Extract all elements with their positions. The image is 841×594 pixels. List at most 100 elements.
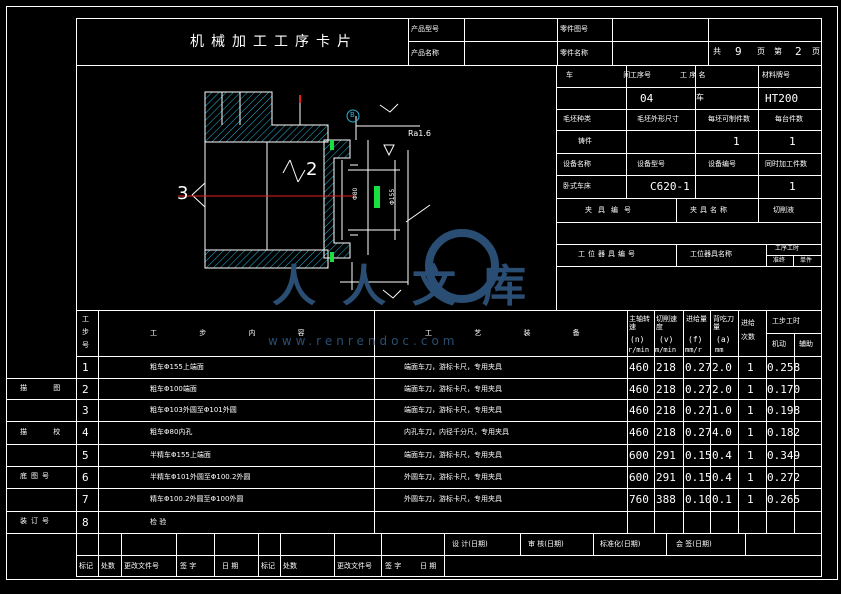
process-no-value: 04 — [640, 92, 654, 105]
unit-time-label: 单件 — [800, 257, 813, 264]
date-label-1: 日 期 — [222, 562, 239, 570]
casting-label: 铸件 — [578, 137, 592, 145]
equip-model-value: C620-1 — [650, 180, 690, 193]
cut-depth: 0.4 — [712, 471, 732, 484]
spindle-speed: 460 — [629, 426, 649, 439]
change-doc-label-1: 更改文件号 — [124, 562, 159, 570]
step-no: 7 — [82, 493, 89, 506]
watermark-logo — [425, 229, 499, 303]
datum-label: B — [350, 111, 355, 119]
feed-rate: 0.27 — [685, 426, 712, 439]
feed-rate: 0.27 — [685, 404, 712, 417]
feed-rate: 0.27 — [685, 361, 712, 374]
trace-label: 描 图 — [20, 384, 73, 392]
equipment-header: 工 艺 装 备 — [425, 329, 600, 337]
unit-v: (v) — [659, 335, 674, 344]
product-model-label: 产品型号 — [411, 25, 439, 33]
cutting-speed-header: 切削速度 — [656, 315, 677, 331]
step-content: 检 验 — [150, 518, 167, 526]
countersign-label: 会 签(日期) — [676, 540, 712, 548]
pass-count: 1 — [747, 471, 754, 484]
callout-2: 2 — [306, 159, 318, 180]
cutting-speed: 218 — [656, 404, 676, 417]
mark-label-2: 标记 — [261, 562, 275, 570]
feed-rate: 0.15 — [685, 471, 712, 484]
cutting-speed: 218 — [656, 361, 676, 374]
depth-header: 背吃刀量 — [713, 315, 734, 331]
machine-time: 0.258 — [767, 361, 801, 374]
spindle-speed: 460 — [629, 361, 649, 374]
change-doc-label-2: 更改文件号 — [337, 562, 372, 570]
machine-time: 0.272 — [767, 471, 801, 484]
cut-depth: 2.0 — [712, 361, 732, 374]
unit-a: (a) — [716, 335, 731, 344]
card-title: 机械加工工序卡片 — [190, 34, 358, 50]
machine-time: 0.349 — [767, 449, 801, 462]
step-no: 6 — [82, 471, 89, 484]
step-equipment: 端面车刀，游标卡尺，专用夹具 — [404, 385, 502, 393]
fixture-name-label: 夹具名称 — [690, 206, 730, 214]
total-label: 共 — [713, 47, 721, 56]
process-name-label: 工 序 名 — [680, 71, 706, 79]
count-label-2: 处数 — [283, 562, 297, 570]
watermark-url: www.renrendoc.com — [268, 334, 459, 348]
machine-time: 0.198 — [767, 404, 801, 417]
count-label-1: 处数 — [101, 562, 115, 570]
per-unit-label: 每台件数 — [775, 115, 803, 123]
blank-size-label: 毛坯外形尺寸 — [637, 115, 679, 123]
equip-model-label: 设备型号 — [637, 160, 665, 168]
unit-mmin: m/min — [655, 346, 677, 354]
blank-parts-label: 每坯可制件数 — [708, 115, 750, 123]
step-content: 粗车Φ100端面 — [150, 385, 197, 393]
cut-depth: 0.1 — [712, 493, 732, 506]
page-unit: 页 — [812, 47, 820, 56]
spindle-speed: 600 — [629, 471, 649, 484]
pass-count: 1 — [747, 426, 754, 439]
machine-time: 0.265 — [767, 493, 801, 506]
unit-f: (f) — [688, 335, 703, 344]
cutting-speed: 291 — [656, 449, 676, 462]
equip-name-label: 设备名称 — [563, 160, 591, 168]
step-content: 粗车Φ80内孔 — [150, 428, 193, 436]
callout-3: 3 — [177, 183, 189, 204]
process-hours-label: 工序工时 — [775, 245, 800, 252]
dimension-phi155: Φ155 — [389, 188, 396, 205]
cut-depth: 1.0 — [712, 404, 732, 417]
step-no: 1 — [82, 361, 89, 374]
step-no: 8 — [82, 516, 89, 529]
feed-rate: 0.15 — [685, 449, 712, 462]
step-content: 精车Φ100.2外圆至Φ100外圆 — [150, 495, 244, 503]
machine-time-header: 机动 — [772, 340, 786, 348]
pass-count: 1 — [747, 383, 754, 396]
step-no: 5 — [82, 449, 89, 462]
outer-border — [6, 6, 838, 580]
step-equipment: 端面车刀，游标卡尺，专用夹具 — [404, 363, 502, 371]
unit-n: (n) — [630, 335, 645, 344]
hours-header: 工步工时 — [772, 317, 800, 325]
binding-no-label: 装订号 — [20, 517, 53, 525]
machine-time: 0.182 — [767, 426, 801, 439]
page-label: 第 — [774, 47, 782, 56]
date-label-2: 日 期 — [420, 562, 437, 570]
step-equipment: 外圆车刀，游标卡尺，专用夹具 — [404, 495, 502, 503]
step-equipment: 端面车刀，游标卡尺，专用夹具 — [404, 406, 502, 414]
cutting-speed: 291 — [656, 471, 676, 484]
spindle-speed: 460 — [629, 404, 649, 417]
blank-parts-value: 1 — [733, 135, 740, 148]
process-no-label: 工序号 — [630, 71, 651, 79]
pass-count: 1 — [747, 493, 754, 506]
step-content: 半精车Φ155上端面 — [150, 451, 211, 459]
step-equipment: 外圆车刀，游标卡尺，专用夹具 — [404, 473, 502, 481]
step-no: 3 — [82, 404, 89, 417]
part-name-label: 零件名称 — [560, 49, 588, 57]
cut-depth: 4.0 — [712, 426, 732, 439]
machine-time: 0.170 — [767, 383, 801, 396]
unit-mmr: mm/r — [685, 346, 702, 354]
cut-depth: 2.0 — [712, 383, 732, 396]
mark-label-1: 标记 — [79, 562, 93, 570]
page-no: 2 — [795, 45, 802, 58]
simul-parts-label: 同时加工件数 — [765, 160, 807, 168]
part-drawing-no-label: 零件图号 — [560, 25, 588, 33]
design-label: 设 计(日期) — [452, 540, 488, 548]
process-name-value: 车 — [696, 93, 704, 102]
